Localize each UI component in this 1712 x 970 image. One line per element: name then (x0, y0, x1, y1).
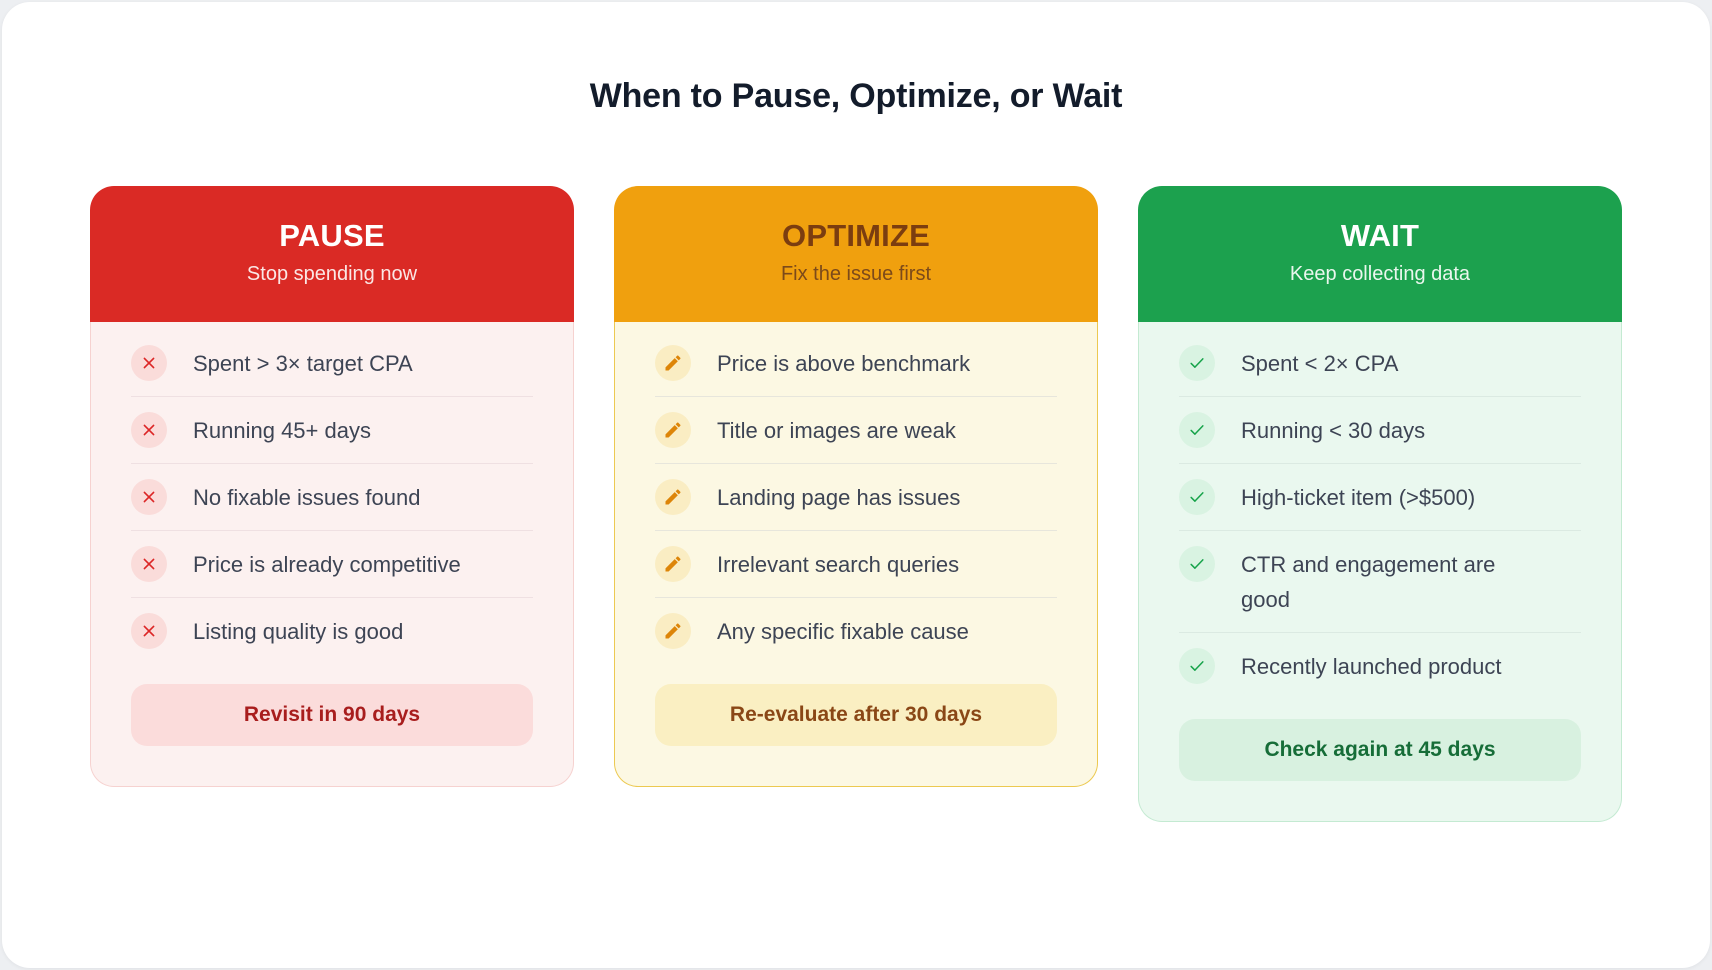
wait-card: WAIT Keep collecting data Spent < 2× CPA… (1138, 186, 1622, 822)
wait-card-subtitle: Keep collecting data (1289, 263, 1471, 285)
optimize-footer-badge: Re-evaluate after 30 days (655, 684, 1057, 746)
list-item-label: No fixable issues found (193, 485, 421, 510)
content-area: When to Pause, Optimize, or Wait PAUSE S… (2, 2, 1710, 822)
list-item-label: Irrelevant search queries (717, 552, 960, 577)
x-icon (131, 613, 167, 649)
list-item-label: CTR and engagement are good (1241, 552, 1496, 612)
list-item: Price is already competitive (131, 530, 533, 597)
list-item-label: Recently launched product (1241, 654, 1502, 679)
list-item: No fixable issues found (131, 463, 533, 530)
pause-card-title: PAUSE (279, 218, 385, 253)
decision-columns: PAUSE Stop spending now Spent > 3× targe… (90, 186, 1622, 822)
list-item: Spent < 2× CPA (1179, 330, 1581, 396)
x-icon (131, 546, 167, 582)
optimize-card-subtitle: Fix the issue first (780, 263, 932, 285)
list-item-label: Price is already competitive (193, 552, 461, 577)
list-item: CTR and engagement are good (1179, 530, 1581, 632)
pause-card: PAUSE Stop spending now Spent > 3× targe… (90, 186, 574, 787)
optimize-card-header: OPTIMIZE Fix the issue first (614, 186, 1098, 322)
wait-card-header: WAIT Keep collecting data (1138, 186, 1622, 322)
list-item-label: Spent < 2× CPA (1241, 351, 1399, 376)
pencil-icon (655, 546, 691, 582)
list-item-label: Landing page has issues (717, 485, 961, 510)
pause-card-header: PAUSE Stop spending now (90, 186, 574, 322)
list-item: Price is above benchmark (655, 330, 1057, 396)
list-item: Running 45+ days (131, 396, 533, 463)
check-icon (1179, 479, 1215, 515)
optimize-card-body: Price is above benchmark Title or images… (614, 322, 1098, 787)
list-item: Title or images are weak (655, 396, 1057, 463)
check-icon (1179, 345, 1215, 381)
page-title: When to Pause, Optimize, or Wait (589, 77, 1123, 115)
x-icon (131, 412, 167, 448)
list-item-label: Title or images are weak (717, 418, 956, 443)
check-icon (1179, 648, 1215, 684)
list-item: Listing quality is good (131, 597, 533, 664)
optimize-card: OPTIMIZE Fix the issue first Price is ab… (614, 186, 1098, 787)
list-item-label: Any specific fixable cause (717, 619, 969, 644)
wait-card-body: Spent < 2× CPA Running < 30 days High-ti… (1138, 322, 1622, 822)
list-item: Spent > 3× target CPA (131, 330, 533, 396)
pencil-icon (655, 412, 691, 448)
list-item: Any specific fixable cause (655, 597, 1057, 664)
pencil-icon (655, 479, 691, 515)
x-icon (131, 345, 167, 381)
list-item-label: Running < 30 days (1241, 418, 1426, 443)
check-icon (1179, 546, 1215, 582)
list-item-label: High-ticket item (>$500) (1241, 485, 1476, 510)
check-icon (1179, 412, 1215, 448)
list-item: Irrelevant search queries (655, 530, 1057, 597)
list-item: Recently launched product (1179, 632, 1581, 699)
list-item-label: Listing quality is good (193, 619, 404, 644)
pause-card-subtitle: Stop spending now (246, 263, 418, 285)
wait-card-title: WAIT (1340, 218, 1420, 253)
wait-footer-badge: Check again at 45 days (1179, 719, 1581, 781)
list-item-label: Spent > 3× target CPA (193, 351, 413, 376)
pencil-icon (655, 613, 691, 649)
pencil-icon (655, 345, 691, 381)
pause-card-body: Spent > 3× target CPA Running 45+ days N… (90, 322, 574, 787)
list-item-label: Price is above benchmark (717, 351, 971, 376)
list-item: Running < 30 days (1179, 396, 1581, 463)
list-item: Landing page has issues (655, 463, 1057, 530)
pause-footer-badge: Revisit in 90 days (131, 684, 533, 746)
optimize-card-title: OPTIMIZE (782, 218, 930, 253)
x-icon (131, 479, 167, 515)
list-item-label: Running 45+ days (193, 418, 371, 443)
list-item: High-ticket item (>$500) (1179, 463, 1581, 530)
